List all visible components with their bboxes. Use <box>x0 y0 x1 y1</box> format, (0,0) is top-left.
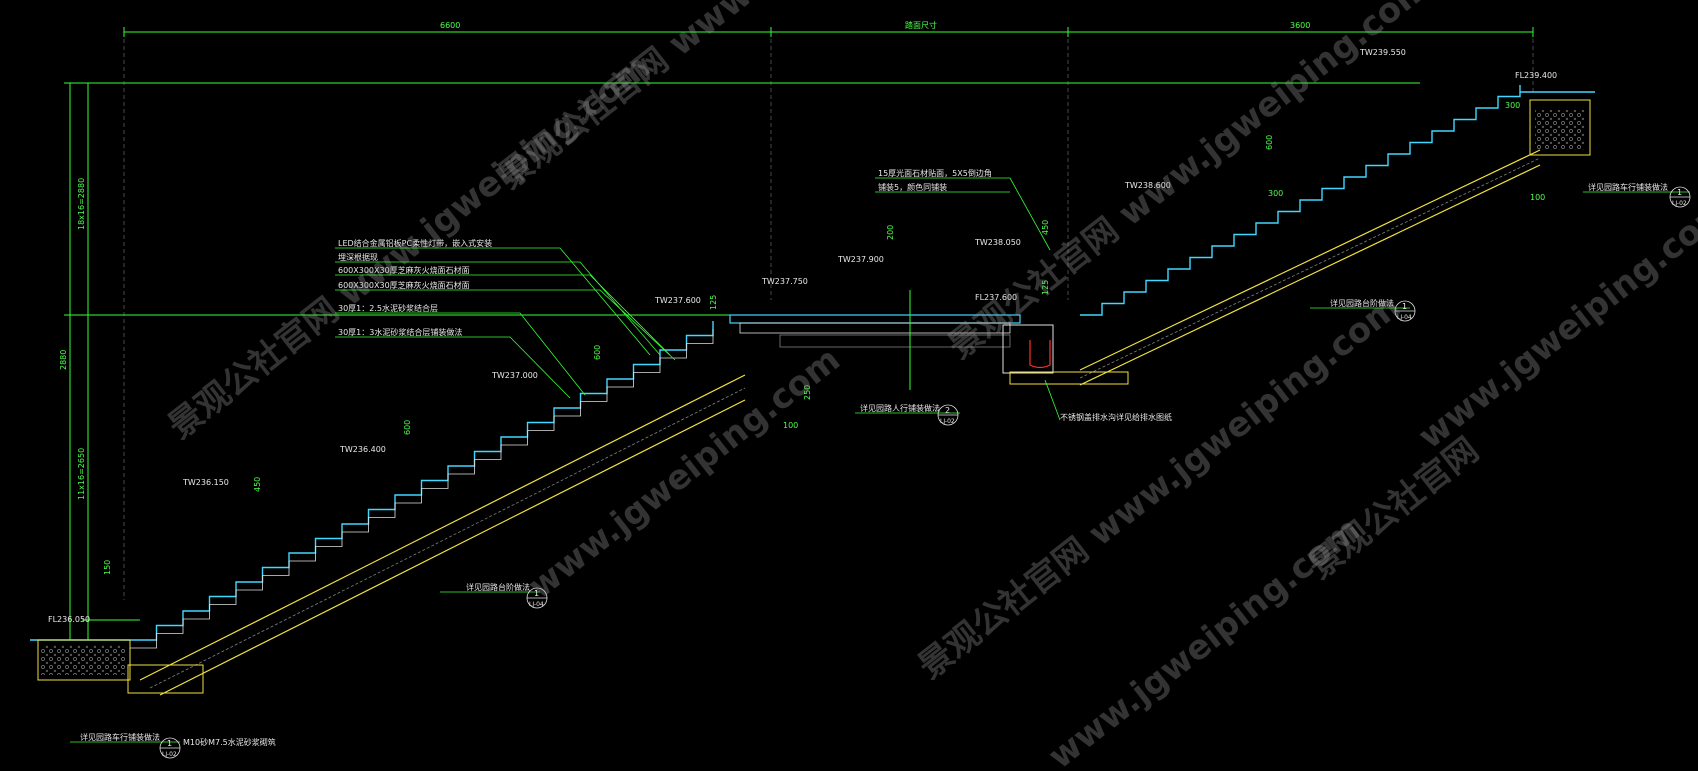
elev-tw236400: TW236.400 <box>339 445 386 454</box>
svg-text:125: 125 <box>709 295 718 310</box>
dim-label-left: 6600 <box>440 21 460 30</box>
svg-text:2: 2 <box>945 406 950 415</box>
svg-text:300: 300 <box>1268 189 1283 198</box>
svg-text:LJ-02: LJ-02 <box>940 418 955 425</box>
vdim-lower: 11x16=2650 <box>77 448 86 500</box>
stair-steps-right <box>1080 85 1595 316</box>
footing-right <box>1529 99 1591 156</box>
elev-tw236150: TW236.150 <box>182 478 229 487</box>
left-vertical-dimensions <box>64 82 1420 640</box>
svg-text:1: 1 <box>1677 188 1682 197</box>
svg-text:详见园路车行铺装做法: 详见园路车行铺装做法 <box>1588 182 1668 192</box>
stair-nosing-right <box>1080 85 1521 316</box>
note-polished-stone: 15厚光面石材贴面，5X5倒边角 <box>878 168 992 178</box>
svg-text:LJ-04: LJ-04 <box>1397 314 1412 321</box>
stair-finish-left <box>130 329 714 649</box>
svg-text:详见园路台阶做法: 详见园路台阶做法 <box>1330 298 1394 308</box>
note-depth: 埋深根据现 <box>338 252 378 262</box>
svg-text:1: 1 <box>1402 302 1407 311</box>
note-paving-color: 铺装5，颜色同铺装 <box>878 182 947 192</box>
top-dimension-line <box>123 27 1534 37</box>
svg-text:100: 100 <box>783 421 798 430</box>
drain-channel <box>1002 324 1129 385</box>
stair-section <box>139 149 1541 696</box>
callout-1: 详见园路车行铺装做法 1 LJ-02 <box>70 732 181 759</box>
note-stone-1: 600X300X30厚芝麻灰火烧面石材面 <box>338 265 470 275</box>
svg-text:详见园路人行铺装做法: 详见园路人行铺装做法 <box>860 403 940 413</box>
svg-text:详见园路台阶做法: 详见园路台阶做法 <box>466 582 530 592</box>
elevation-labels: FL236.050 TW236.150 TW236.400 TW237.000 … <box>48 48 1557 624</box>
svg-text:250: 250 <box>803 385 812 400</box>
svg-text:300: 300 <box>1505 101 1520 110</box>
svg-text:100: 100 <box>1530 193 1545 202</box>
vdim-upper: 18x16=2880 <box>77 178 86 230</box>
elev-tw237600: TW237.600 <box>654 296 701 305</box>
elev-tw239550: TW239.550 <box>1359 48 1406 57</box>
construction-notes: LED结合金属铝板PC柔性灯带，嵌入式安装 埋深根据现 600X300X30厚芝… <box>183 168 1172 747</box>
svg-text:125: 125 <box>1041 280 1050 295</box>
construction-guides <box>123 32 1534 600</box>
callout-4: 详见园路台阶做法 1 LJ-04 <box>1310 298 1416 322</box>
svg-text:LJ-02: LJ-02 <box>1672 200 1687 207</box>
elev-tw237750: TW237.750 <box>761 277 808 286</box>
note-stone-2: 600X300X30厚芝麻灰火烧面石材面 <box>338 280 470 290</box>
svg-text:LJ-04: LJ-04 <box>529 601 544 608</box>
callout-3: 详见园路人行铺装做法 2 LJ-02 <box>855 403 960 426</box>
footing-left <box>37 639 204 694</box>
note-led: LED结合金属铝板PC柔性灯带，嵌入式安装 <box>338 238 492 248</box>
callout-2: 详见园路台阶做法 1 LJ-04 <box>440 582 548 609</box>
svg-text:200: 200 <box>886 225 895 240</box>
svg-text:详见园路车行铺装做法: 详见园路车行铺装做法 <box>80 732 160 742</box>
slab-line-left-top <box>139 374 746 681</box>
svg-text:1: 1 <box>534 589 539 598</box>
slab-hatch-left <box>149 387 746 689</box>
callout-5: 详见园路车行铺装做法 1 LJ-02 <box>1583 182 1691 208</box>
dim-label-right: 3600 <box>1290 21 1310 30</box>
note-drain: 不锈钢盖排水沟详见给排水图纸 <box>1060 412 1172 422</box>
elev-tw237900: TW237.900 <box>837 255 884 264</box>
slab-line-left-bottom <box>159 399 746 696</box>
elev-fl236050: FL236.050 <box>48 615 90 624</box>
small-dimensions: 150 450 600 600 125 200 450 125 600 300 … <box>103 101 1545 575</box>
note-masonry: M10砂M7.5水泥砂浆砌筑 <box>183 737 276 747</box>
note-mortar-3: 30厚1：3水泥砂浆结合层铺装做法 <box>338 327 462 337</box>
platform <box>729 290 1021 390</box>
svg-text:150: 150 <box>103 560 112 575</box>
note-mortar-25: 30厚1：2.5水泥砂浆结合层 <box>338 303 438 313</box>
vdim-overall: 2880 <box>59 350 68 370</box>
elev-fl237600: FL237.600 <box>975 293 1017 302</box>
svg-text:600: 600 <box>403 420 412 435</box>
elev-tw238050: TW238.050 <box>974 238 1021 247</box>
elev-tw238600: TW238.600 <box>1124 181 1171 190</box>
svg-text:600: 600 <box>1265 135 1274 150</box>
svg-text:450: 450 <box>253 477 262 492</box>
svg-text:1: 1 <box>167 739 172 748</box>
elev-fl239400: FL239.400 <box>1515 71 1557 80</box>
dim-label-overall: 踏面尺寸 <box>905 20 937 30</box>
svg-text:450: 450 <box>1041 220 1050 235</box>
svg-text:LJ-02: LJ-02 <box>162 751 177 758</box>
elev-tw237000: TW237.000 <box>491 371 538 380</box>
slab-line-right-top <box>1079 149 1541 371</box>
note-leaders <box>335 177 1061 421</box>
svg-text:600: 600 <box>593 345 602 360</box>
slab-line-right-bottom <box>1079 164 1541 386</box>
